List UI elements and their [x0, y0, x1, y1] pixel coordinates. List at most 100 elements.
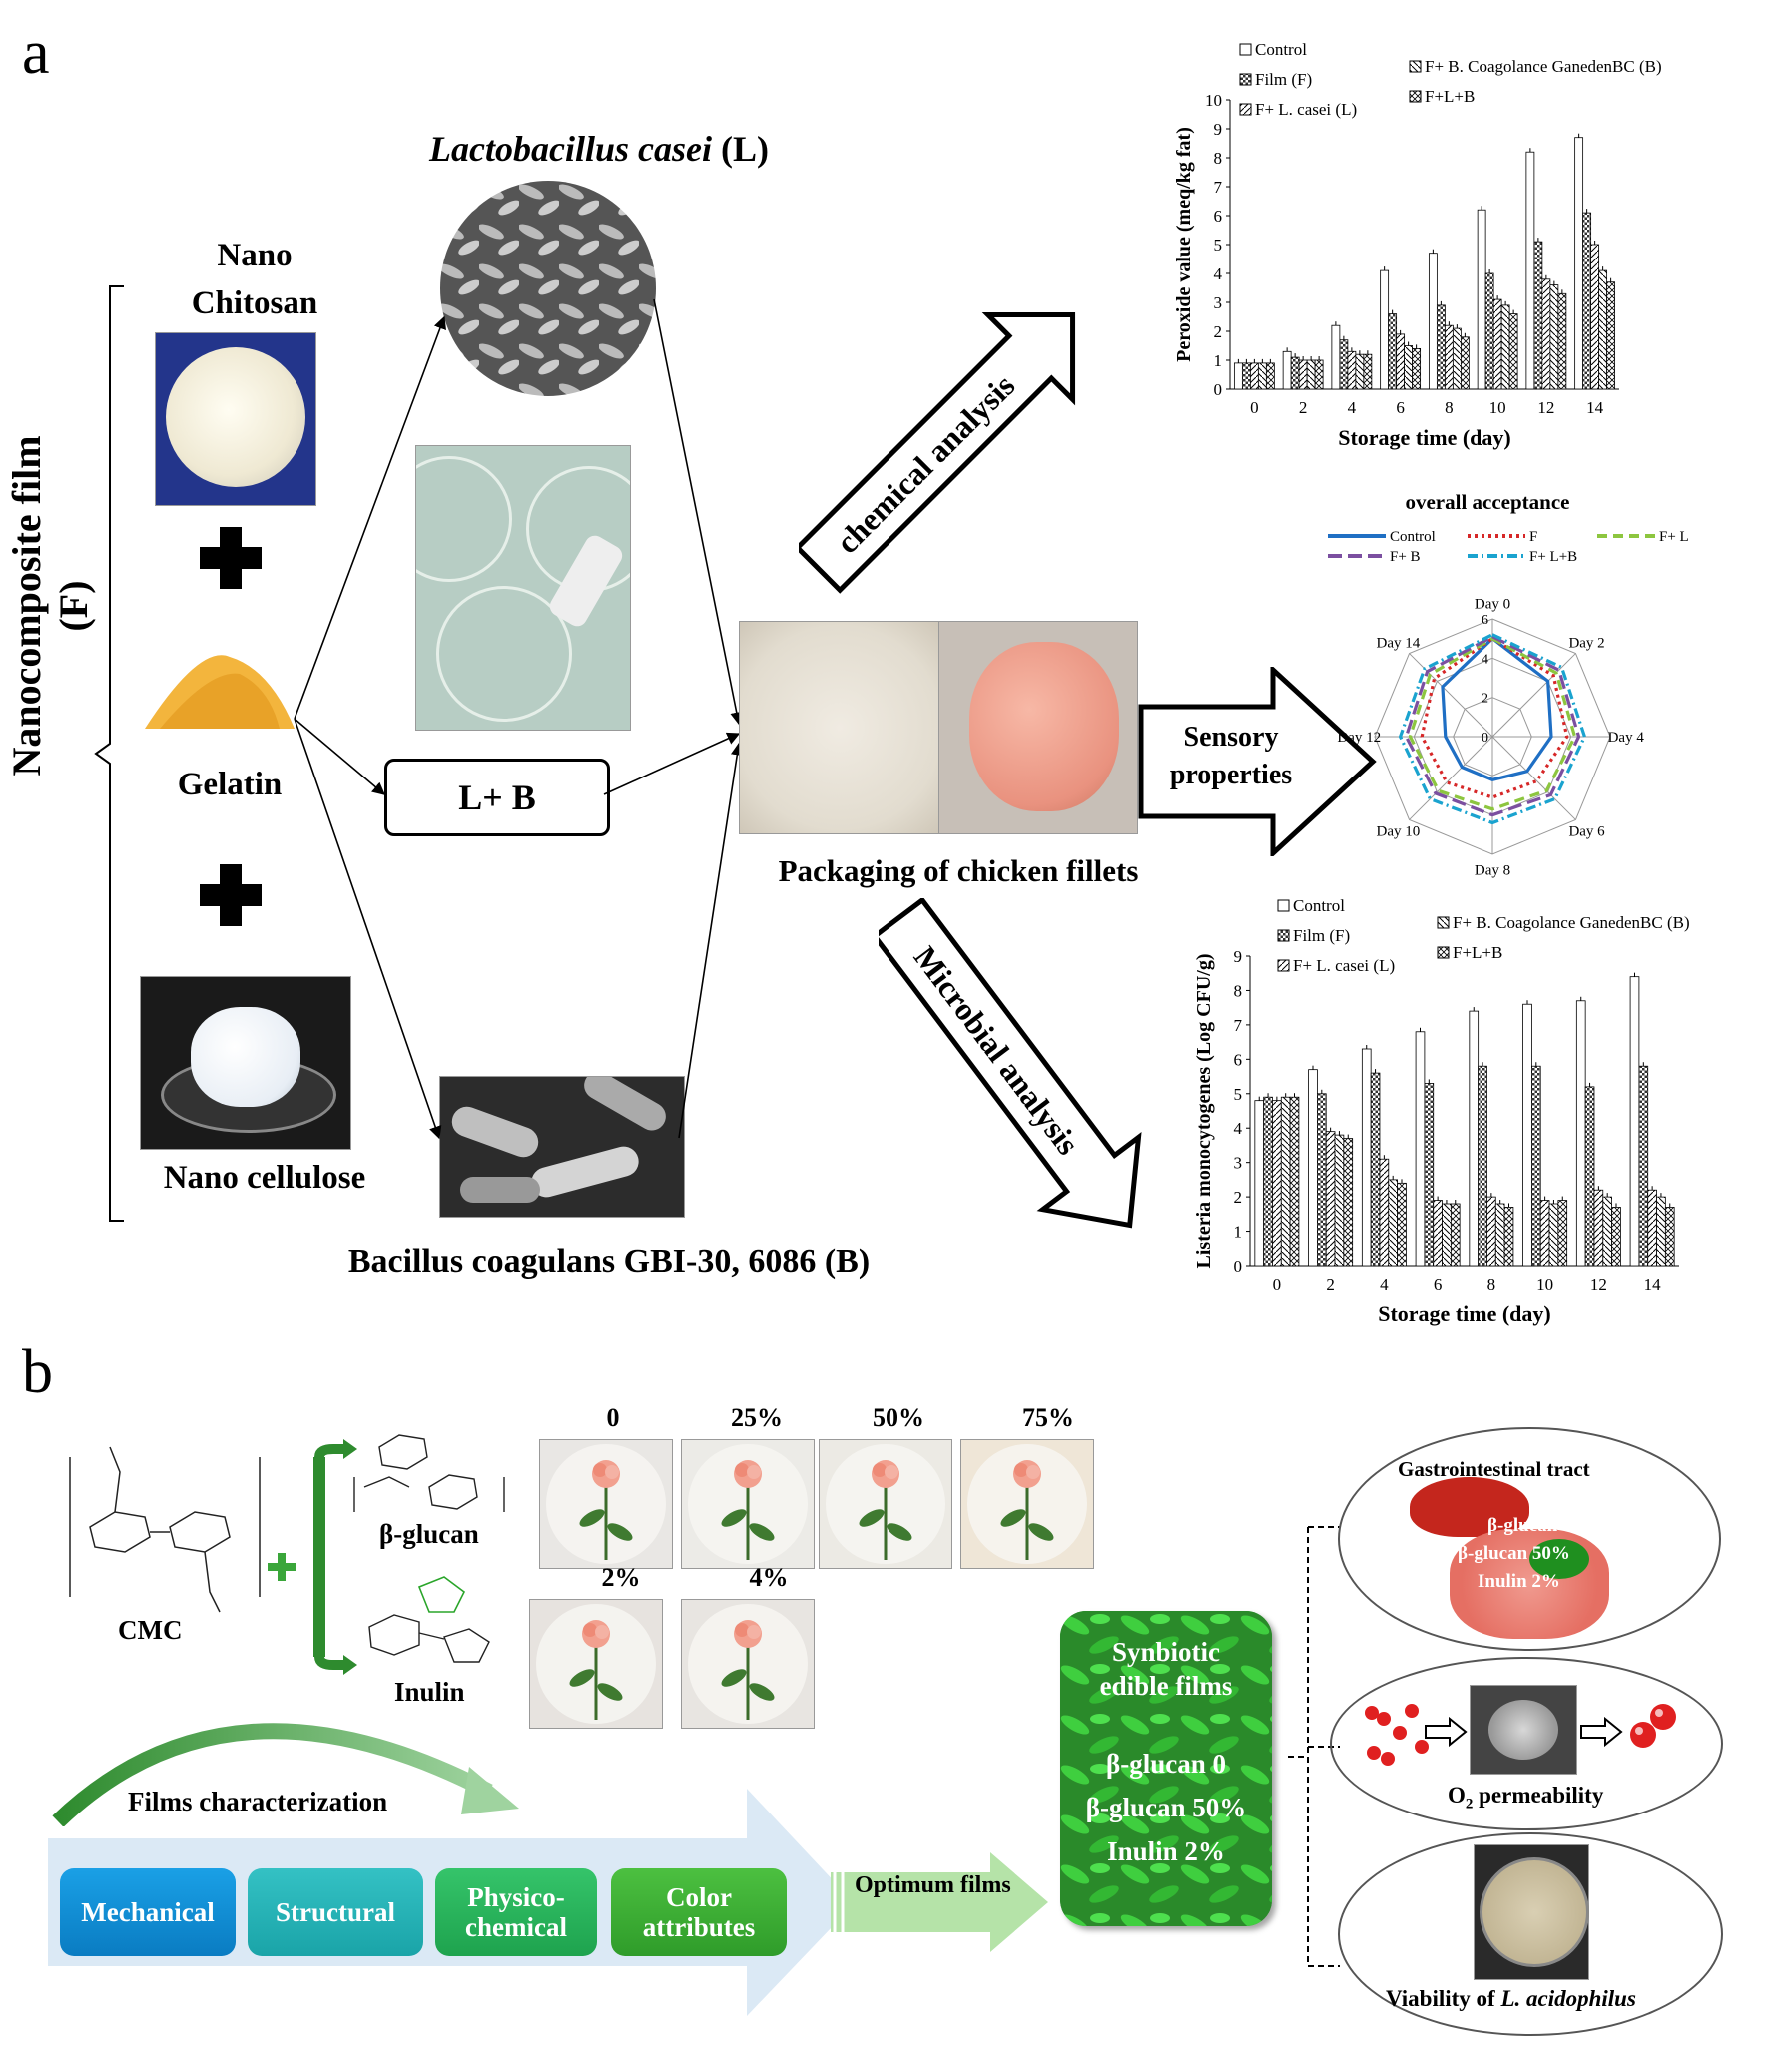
- bar: [1442, 1203, 1452, 1267]
- gi-item-3: Inulin 2%: [1478, 1571, 1560, 1592]
- rose-film-photo: [539, 1439, 673, 1569]
- y-axis-title: Listeria monocytogenes (Log CFU/g): [1193, 954, 1215, 1269]
- sensory-label: Sensory properties: [1169, 722, 1293, 790]
- bar: [1388, 313, 1398, 390]
- legend-swatch: [1277, 959, 1290, 972]
- x-tick-label: 10: [1536, 1275, 1553, 1294]
- legend-swatch: [1437, 916, 1450, 929]
- pill-mechanical: Mechanical: [60, 1868, 236, 1956]
- legend-label: F+L+B: [1453, 943, 1502, 962]
- connector-lines: [294, 298, 744, 1140]
- synbiotic-item-3: Inulin 2%: [1107, 1836, 1225, 1866]
- film-concentration-label: 4%: [749, 1563, 789, 1592]
- y-tick-label: 7: [1214, 178, 1223, 197]
- chicken-fillet-photo: [938, 621, 1138, 834]
- lb-label: L+ B: [458, 777, 536, 817]
- viability-label: Viability of L. acidophilus: [1386, 1986, 1636, 2012]
- panel-b-letter: b: [22, 1338, 53, 1406]
- bar: [1611, 1207, 1621, 1267]
- bar: [1334, 1134, 1345, 1267]
- o2-film-sample-photo: [1470, 1685, 1577, 1775]
- bar: [1290, 356, 1300, 390]
- bar: [1539, 1200, 1550, 1267]
- bar: [1363, 353, 1373, 390]
- lactobacillus-name: Lactobacillus casei: [429, 129, 712, 169]
- category-label: Day 10: [1377, 824, 1421, 840]
- bar: [1282, 350, 1292, 390]
- x-tick-label: 12: [1590, 1275, 1607, 1294]
- y-tick-label: 1: [1234, 1223, 1243, 1242]
- legend-label: F+ B. Coagolance GanedenBC (B): [1453, 913, 1690, 932]
- nano-chitosan-label: Nano Chitosan: [191, 238, 318, 321]
- bar: [1478, 1065, 1487, 1267]
- panel-a-letter: a: [22, 19, 50, 87]
- inulin-structure: [368, 1576, 490, 1663]
- legend-label: Control: [1293, 898, 1345, 915]
- o2-single-molecule-icon: [1630, 1704, 1676, 1748]
- microbial-analysis-label: Microbial analysis: [907, 939, 1087, 1161]
- rose-film-photo: [681, 1599, 815, 1729]
- radar-series-line: [1398, 632, 1587, 825]
- legend-label: F+ L: [1659, 529, 1689, 545]
- legend-swatch: [1277, 899, 1290, 912]
- bar: [1598, 269, 1608, 390]
- bar: [1233, 362, 1243, 390]
- film-concentration-label: 50%: [873, 1403, 924, 1432]
- gelatin-photo: [145, 655, 295, 729]
- y-tick-label: 6: [1234, 1050, 1243, 1069]
- bar: [1486, 1196, 1496, 1267]
- legend-label: F+ L. casei (L): [1255, 100, 1357, 119]
- film-concentration-label: 75%: [1022, 1403, 1074, 1432]
- bar: [1525, 151, 1535, 390]
- bar: [1531, 1065, 1541, 1267]
- plus-icon: [200, 527, 262, 589]
- packaging-label: Packaging of chicken fillets: [778, 853, 1139, 888]
- bar: [1484, 272, 1494, 390]
- film-concentration-label: 2%: [601, 1563, 641, 1592]
- lactobacillus-code: (L): [720, 129, 769, 169]
- bar: [1314, 359, 1324, 390]
- chemical-analysis-label: chemical analysis: [829, 367, 1021, 560]
- bar: [1647, 1189, 1657, 1267]
- rose-film-photo: [819, 1439, 952, 1569]
- x-tick-label: 8: [1445, 398, 1454, 417]
- petri-plates-photo: [415, 445, 631, 731]
- bar: [1241, 362, 1251, 390]
- legend-swatch: [1409, 90, 1422, 103]
- x-axis-title: Storage time (day): [1378, 1301, 1551, 1326]
- rose-film-photo: [681, 1439, 815, 1569]
- bar: [1557, 292, 1567, 390]
- bar: [1593, 1189, 1604, 1267]
- left-bracket: [94, 285, 124, 1222]
- y-axis-title: Peroxide value (meq/kg fat): [1173, 127, 1195, 362]
- spoke: [1409, 736, 1493, 820]
- petri-dish-photo: [1474, 1844, 1589, 1980]
- bacillus-sem-image: [439, 1076, 685, 1218]
- legend-swatch: [1409, 60, 1422, 73]
- rose-film-photo: [529, 1599, 663, 1729]
- x-tick-label: 8: [1487, 1275, 1496, 1294]
- category-label: Day 2: [1568, 635, 1604, 651]
- optimum-films-arrow: [831, 1852, 1048, 1952]
- dashed-bracket: [1288, 1526, 1340, 1967]
- spoke: [1491, 653, 1576, 738]
- bar: [1574, 137, 1584, 390]
- bar: [1508, 313, 1518, 390]
- y-tick-label: 0: [1214, 380, 1223, 399]
- viability-prefix: Viability of: [1386, 1986, 1501, 2011]
- rose-film-photo: [960, 1439, 1094, 1569]
- legend-label: Control: [1390, 529, 1436, 545]
- bar: [1533, 241, 1543, 390]
- bar: [1289, 1096, 1300, 1267]
- x-tick-label: 4: [1348, 398, 1357, 417]
- beta-glucan-label: β-glucan: [379, 1519, 479, 1549]
- plus-icon: [200, 864, 262, 926]
- y-tick-label: 1: [1214, 351, 1223, 370]
- legend-label: F+ L+B: [1529, 549, 1577, 565]
- y-tick-label: 9: [1234, 947, 1243, 966]
- bar: [1379, 1158, 1390, 1267]
- bar: [1331, 324, 1341, 390]
- x-tick-label: 14: [1644, 1275, 1662, 1294]
